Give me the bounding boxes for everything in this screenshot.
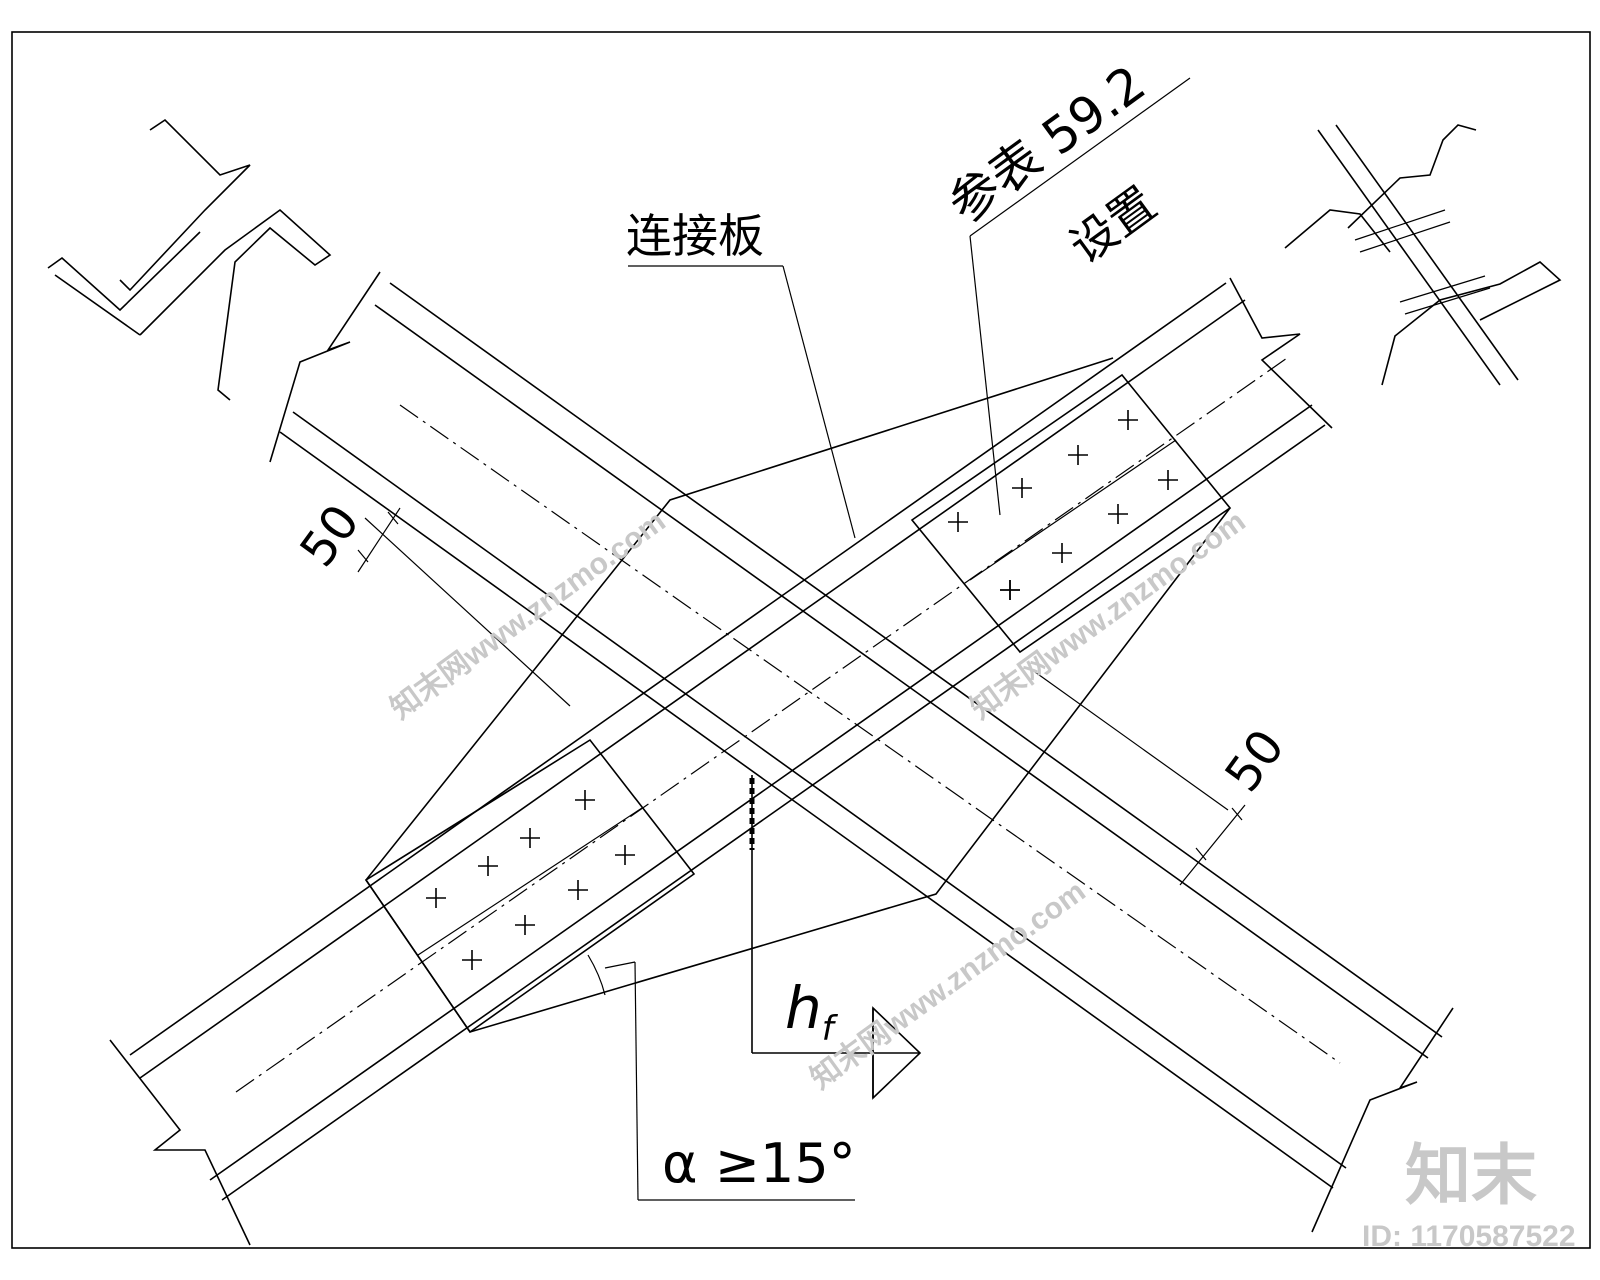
bolt-mark: [1052, 543, 1072, 563]
dimension-right: [1034, 671, 1246, 886]
angle-label: α ≥15°: [662, 1132, 856, 1195]
table-ref-leader: [969, 77, 1191, 516]
bolt-mark: [1118, 410, 1138, 430]
plate-label: 连接板: [626, 209, 764, 263]
bolt-mark: [515, 915, 535, 935]
watermark-site: 知末网www.znzmo.com: [965, 505, 1252, 726]
bolt-mark: [948, 512, 968, 532]
bolt-mark: [575, 790, 595, 810]
setting-label: 设置: [1060, 176, 1166, 274]
plate-leader: [628, 265, 856, 539]
bolt-mark: [1000, 580, 1020, 600]
bolt-mark: [568, 880, 588, 900]
weld-size-main: h: [785, 974, 822, 1042]
bolt-mark: [1012, 478, 1032, 498]
weld-size-subscript: f: [822, 1009, 839, 1049]
bolt-mark: [520, 828, 540, 848]
dim-right-value: 50: [1214, 720, 1295, 802]
weld-symbol: [749, 775, 922, 1100]
splice-plate-lower-left: [364, 738, 696, 1034]
weld-size-label: hf: [785, 974, 839, 1049]
main-diagonal-member: [269, 271, 1454, 1233]
bolt-mark: [426, 888, 446, 908]
bolt-mark: [1068, 445, 1088, 465]
secondary-diagonal-member: [109, 277, 1333, 1246]
h-section-upper-left: [47, 118, 332, 401]
bolt-mark: [478, 856, 498, 876]
gusset-plate-outline: [365, 357, 1231, 1033]
bolt-mark: [1158, 470, 1178, 490]
watermark-site: 知末网www.znzmo.com: [805, 875, 1092, 1096]
bolt-mark: [462, 950, 482, 970]
dim-left-value: 50: [289, 495, 370, 577]
angle-callout: [587, 954, 855, 1201]
dimension-left: [357, 507, 571, 707]
bolt-group: [426, 410, 1178, 970]
bolt-mark: [1108, 504, 1128, 524]
drawing-frame: [11, 31, 1591, 1249]
h-section-upper-right: [1284, 124, 1562, 386]
splice-plate-upper-right: [910, 373, 1232, 654]
watermark-logo: 知末: [1405, 1138, 1537, 1212]
watermark-id: ID: 1170587522: [1362, 1220, 1576, 1253]
bolt-mark: [615, 845, 635, 865]
